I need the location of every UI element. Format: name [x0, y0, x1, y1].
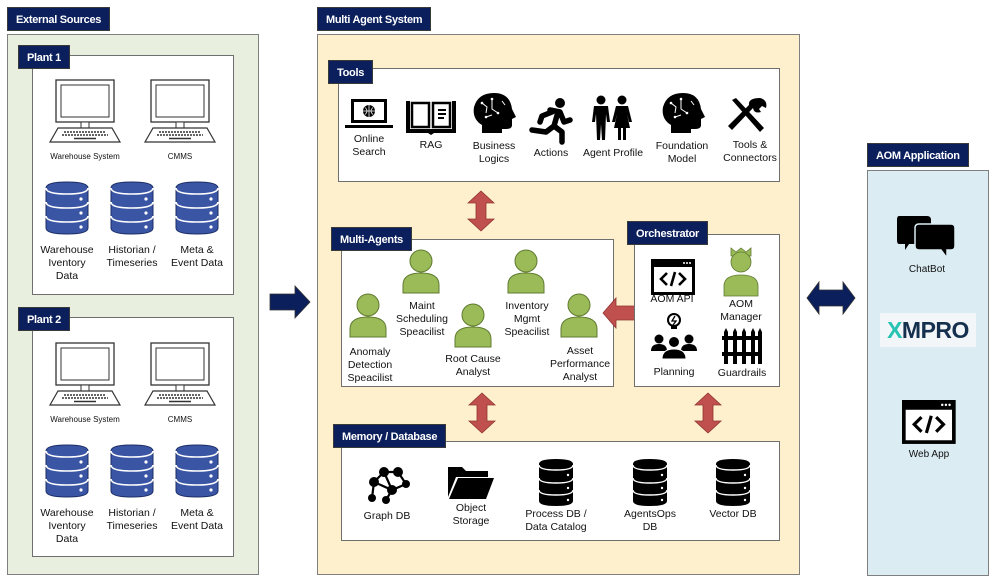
system-label: Warehouse System [50, 415, 120, 424]
memory-label-graph-db: Graph DB [363, 510, 411, 522]
book-icon [406, 101, 456, 135]
xmpro-logo-x: X [887, 317, 902, 343]
orchestrator-label-guardrails: Guardrails [717, 367, 767, 379]
system-label: Warehouse System [50, 152, 120, 161]
tool-label-rag: RAG [419, 139, 443, 151]
agent-label-anomaly-detection: Anomaly Detection Speacilist [347, 346, 393, 384]
database-icon [538, 458, 574, 507]
aom-label-web-app: Web App [908, 449, 950, 460]
database-icon [175, 181, 219, 235]
tool-label-online-search: Online Search [352, 133, 386, 158]
memory-label-object-storage: Object Storage [452, 502, 490, 527]
agent-label-asset-performance: Asset Performance Analyst [549, 345, 611, 383]
database-label: Warehouse Iventory Data [40, 244, 94, 282]
code-window-icon [649, 257, 697, 297]
orchestrator-title: Orchestrator [627, 221, 709, 245]
memory-label-vector-db: Vector DB [709, 508, 757, 520]
agent-avatar-icon [454, 303, 492, 348]
agent-label-root-cause: Root Cause Analyst [445, 353, 501, 378]
aom-label-chatbot: ChatBot [908, 264, 946, 275]
plant-2-title: Plant 2 [18, 307, 70, 331]
code-window-icon [900, 398, 958, 446]
database-label: Meta & Event Data [171, 507, 223, 532]
database-icon [175, 444, 219, 498]
computer-icon [144, 79, 216, 143]
agent-avatar-icon [402, 249, 440, 294]
database-label: Historian / Timeseries [106, 244, 158, 269]
database-icon [110, 181, 154, 235]
plant-1-title: Plant 1 [18, 45, 70, 69]
agent-label-maint-scheduling: Maint Scheduling Speacilist [396, 300, 448, 338]
tool-label-business-logics: Business Logics [472, 140, 516, 165]
tool-label-actions: Actions [533, 147, 569, 159]
database-label: Meta & Event Data [171, 244, 223, 269]
tool-label-tools-connectors: Tools & Connectors [723, 139, 777, 164]
computer-icon [49, 342, 121, 406]
database-label: Historian / Timeseries [106, 507, 158, 532]
memory-label-agentsops-db: AgentsOps DB [624, 508, 676, 533]
aom-application-title: AOM Application [867, 143, 969, 167]
multi-agent-system-title: Multi Agent System [317, 7, 432, 31]
orchestrator-label-aom-manager: AOM Manager [720, 298, 762, 323]
orchestrator-label-planning: Planning [653, 366, 695, 378]
database-icon [110, 444, 154, 498]
bidirectional-arrow-icon [694, 392, 722, 434]
database-icon [632, 458, 668, 507]
crowned-person-icon [723, 247, 759, 297]
computer-icon [144, 342, 216, 406]
external-sources-title: External Sources [7, 7, 111, 31]
tool-label-foundation-model: Foundation Model [655, 140, 709, 165]
bidirectional-arrow-icon [467, 190, 495, 232]
memory-database-title: Memory / Database [333, 424, 447, 448]
database-icon [45, 444, 89, 498]
database-label: Warehouse Iventory Data [40, 507, 94, 545]
tools-title: Tools [328, 60, 374, 84]
agent-avatar-icon [349, 293, 387, 338]
team-idea-icon [651, 313, 697, 360]
agent-label-inventory-mgmt: Inventory Mgmt Speacilist [504, 300, 550, 338]
people-icon [592, 95, 632, 140]
bidirectional-arrow-icon [468, 392, 496, 434]
brain-head-icon [473, 92, 517, 134]
memory-label-process-db: Process DB / Data Catalog [525, 508, 587, 533]
multi-agents-title: Multi-Agents [331, 227, 413, 251]
system-label: CMMS [167, 152, 193, 161]
graph-network-icon [368, 467, 410, 504]
running-person-icon [529, 98, 573, 145]
database-icon [715, 458, 751, 507]
brain-head-icon [662, 92, 706, 134]
tool-label-agent-profile: Agent Profile [582, 147, 644, 159]
orchestrator-label-aom-api: AOM API [650, 293, 694, 305]
system-label: CMMS [167, 415, 193, 424]
computer-icon [49, 79, 121, 143]
xmpro-logo-text: MPRO [901, 317, 970, 343]
right-arrow-icon [269, 284, 311, 320]
xmpro-logo: XMPRO [880, 313, 976, 347]
chat-bubbles-icon [897, 216, 956, 261]
laptop-globe-icon [345, 99, 393, 128]
folder-icon [448, 467, 494, 499]
agent-avatar-icon [560, 293, 598, 338]
agent-avatar-icon [507, 249, 545, 294]
bidirectional-arrow-icon [806, 280, 856, 316]
wrench-screwdriver-icon [728, 98, 767, 132]
fence-icon [722, 328, 762, 364]
database-icon [45, 181, 89, 235]
